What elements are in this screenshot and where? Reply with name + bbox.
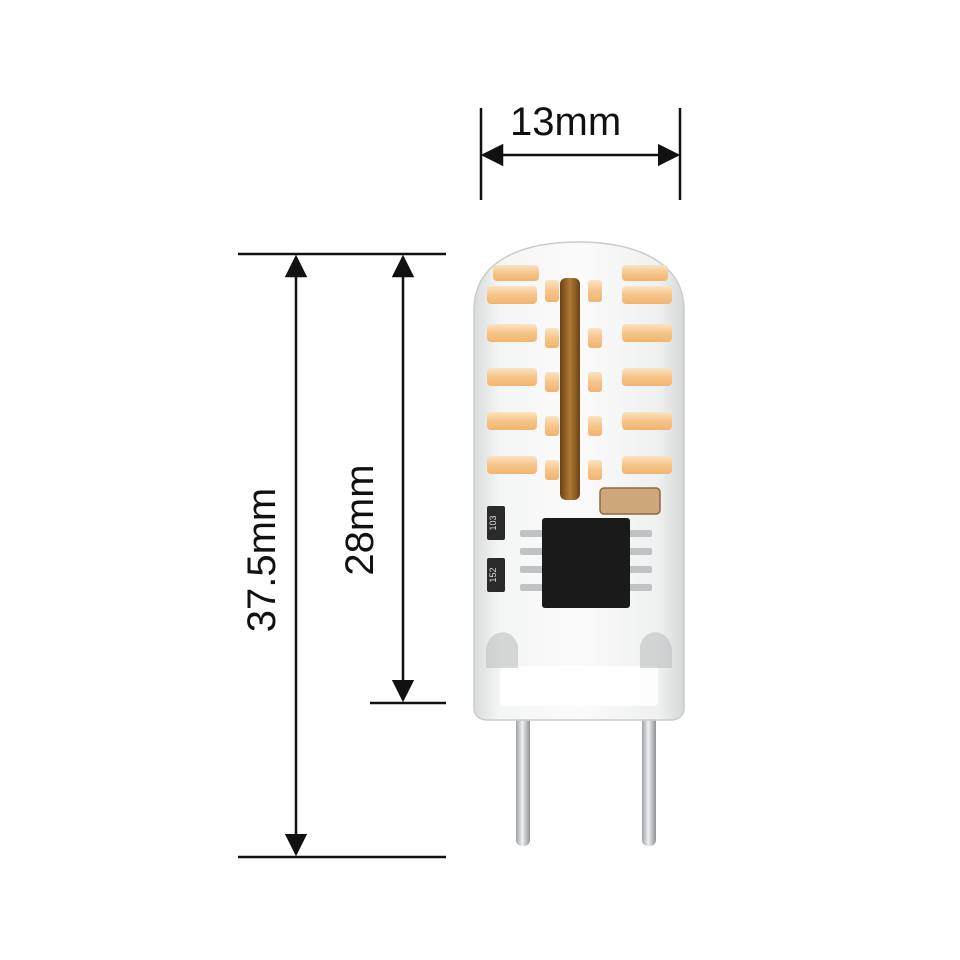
- resistor-top: [487, 506, 505, 540]
- body-length-dimension: [370, 254, 446, 705]
- led-chip: [588, 416, 602, 436]
- led-bulb: 103 152: [473, 241, 685, 846]
- led-chip: [622, 265, 668, 281]
- led-chip: [545, 372, 559, 392]
- base-collar: [500, 666, 658, 706]
- center-circuit-board: [560, 278, 580, 500]
- width-dimension: [479, 108, 682, 200]
- led-chip: [487, 286, 537, 304]
- led-chip: [622, 456, 672, 474]
- ic-chip-legs: [520, 530, 652, 591]
- led-chip: [545, 460, 559, 480]
- led-chip: [493, 265, 539, 281]
- total-length-dimension: [238, 252, 446, 859]
- led-chip: [545, 280, 559, 302]
- led-chip: [545, 328, 559, 348]
- led-chip: [622, 412, 672, 430]
- led-chip: [588, 460, 602, 480]
- pin-left: [516, 690, 530, 846]
- base-shadow-right: [640, 632, 672, 668]
- width-label: 13mm: [510, 100, 622, 144]
- led-column-left: [487, 265, 539, 474]
- led-chip: [588, 280, 602, 302]
- body-length-label: 28mm: [338, 464, 382, 576]
- led-chip: [487, 456, 537, 474]
- resistor-top-code: 103: [488, 515, 498, 530]
- led-chip: [588, 328, 602, 348]
- led-chip: [487, 324, 537, 342]
- led-chip: [545, 416, 559, 436]
- resistor-bottom-code: 152: [488, 567, 498, 582]
- total-length-label: 37.5mm: [240, 487, 284, 633]
- pin-right: [642, 690, 656, 846]
- led-column-right: [622, 265, 672, 474]
- led-column-center: [545, 280, 602, 480]
- led-chip: [487, 368, 537, 386]
- led-chip: [487, 412, 537, 430]
- ic-chip: [542, 518, 630, 608]
- led-chip: [622, 324, 672, 342]
- resistor-bottom: [487, 558, 505, 592]
- led-chip: [622, 286, 672, 304]
- led-chip: [588, 372, 602, 392]
- capacitor: [599, 487, 661, 515]
- led-chip: [622, 368, 672, 386]
- base-shadow-left: [486, 632, 518, 668]
